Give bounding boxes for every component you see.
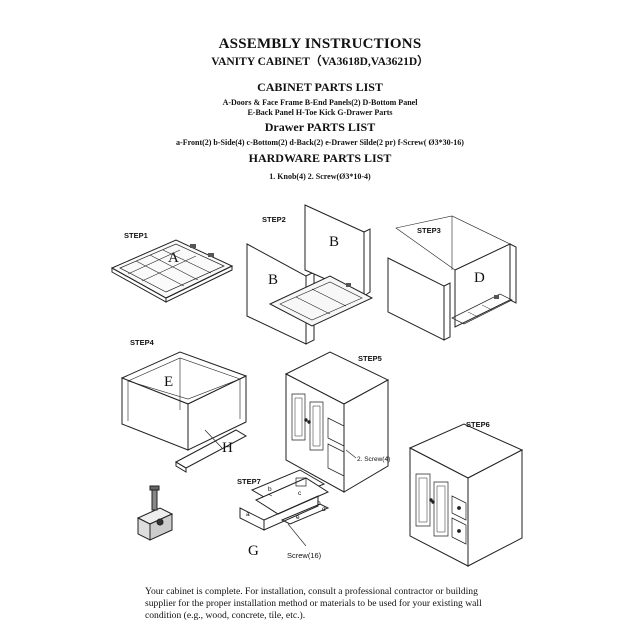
part-label-h: H bbox=[222, 440, 233, 456]
drawer-part-a-label: a bbox=[246, 511, 250, 518]
drawer-parts-heading: Drawer PARTS LIST bbox=[264, 120, 376, 134]
step4-back-panel-drawing bbox=[122, 352, 246, 472]
part-label-b-right: B bbox=[329, 234, 340, 250]
step5-label: STEP5 bbox=[358, 354, 382, 363]
step6-label: STEP6 bbox=[466, 420, 490, 429]
hardware-parts-line-1: 1. Knob(4) 2. Screw(Ø3*10-4) bbox=[269, 172, 371, 181]
cabinet-parts-line-1: A-Doors & Face Frame B-End Panels(2) D-B… bbox=[222, 98, 418, 107]
step7-drawer-assembly-drawing bbox=[240, 470, 328, 530]
step6-completed-cabinet-drawing bbox=[410, 424, 522, 566]
drawer-parts-line-1: a-Front(2) b-Side(4) c-Bottom(2) d-Back(… bbox=[176, 138, 464, 147]
drawer-part-d-label: d bbox=[322, 506, 326, 513]
screw-16-label: Screw(16) bbox=[287, 551, 322, 560]
step5-face-frame-doors-drawing bbox=[286, 352, 388, 492]
part-label-g: G bbox=[248, 543, 259, 559]
cabinet-parts-heading: CABINET PARTS LIST bbox=[257, 80, 383, 94]
part-label-a: A bbox=[168, 250, 179, 266]
step1-face-frame-drawing bbox=[112, 240, 232, 302]
step4-label: STEP4 bbox=[130, 338, 154, 347]
drawer-part-e-label: e bbox=[296, 514, 300, 521]
document-title: ASSEMBLY INSTRUCTIONS bbox=[218, 36, 422, 52]
step2-end-panels-drawing bbox=[247, 205, 372, 344]
step3-label: STEP3 bbox=[417, 226, 441, 235]
part-label-d: D bbox=[474, 270, 485, 286]
document-subtitle: VANITY CABINET（VA3618D,VA3621D） bbox=[211, 56, 429, 68]
drawer-part-c-label: c bbox=[298, 490, 302, 497]
completion-note: Your cabinet is complete. For installati… bbox=[145, 586, 482, 621]
cabinet-parts-line-2: E-Back Panel H-Toe Kick G-Drawer Parts bbox=[247, 108, 393, 117]
part-label-e: E bbox=[164, 374, 174, 390]
step3-bottom-panel-drawing bbox=[388, 216, 516, 340]
hardware-parts-heading: HARDWARE PARTS LIST bbox=[248, 151, 392, 165]
step2-label: STEP2 bbox=[262, 215, 286, 224]
screw-4-label: 2. Screw(4) bbox=[357, 456, 391, 463]
drawer-part-b-label-1: b bbox=[268, 486, 272, 493]
step7-label: STEP7 bbox=[237, 477, 261, 486]
drawer-part-b-label-2: b bbox=[317, 500, 321, 507]
part-label-b-left: B bbox=[268, 272, 279, 288]
step1-label: STEP1 bbox=[124, 231, 148, 240]
hardware-clip-drawing bbox=[138, 486, 172, 540]
